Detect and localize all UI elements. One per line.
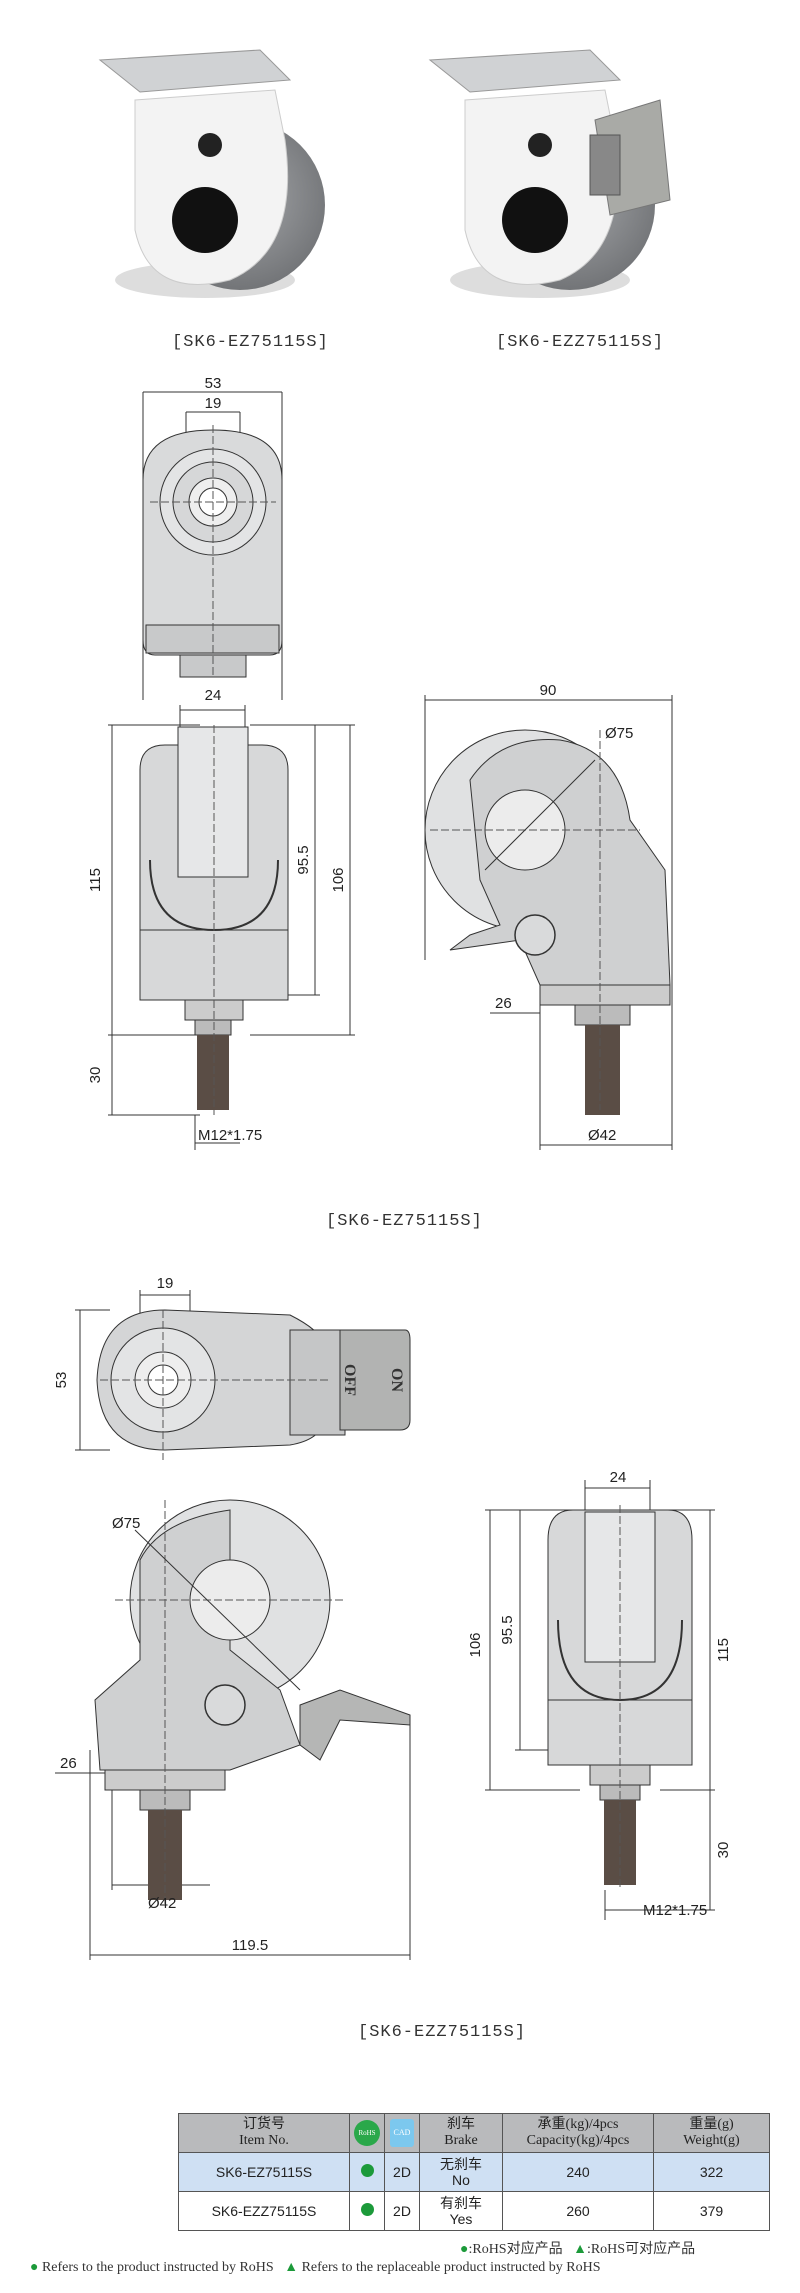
caption-drawing-ez: [SK6-EZ75115S] [326,1212,483,1231]
dim-ezz-front-width: 24 [610,1469,627,1486]
dim-ezz-front-height-115: 115 [715,1638,732,1662]
dim-front-height-95: 95.5 [295,845,312,874]
legend-cn: ●:RoHS对应产品 ▲:RoHS可对应产品 [460,2242,696,2257]
caption-drawing-ezz: [SK6-EZZ75115S] [358,2023,527,2042]
cell-item: SK6-EZ75115S [178,2152,350,2192]
rohs-dot-icon [360,2203,374,2216]
cell-weight: 379 [653,2191,770,2231]
cell-capacity: 240 [502,2152,654,2192]
dim-ezz-front-thread: M12*1.75 [643,1902,707,1919]
ezz-top-view: OFF ON 19 53 [53,1275,411,1460]
cell-capacity: 260 [502,2191,654,2231]
cell-cad: 2D [384,2191,420,2231]
dim-front-total-height: 115 [87,868,104,892]
ezz-front-view: 24 106 95.5 115 30 M12*1.75 [467,1469,732,1920]
dim-ezz-side-total: 119.5 [232,1937,268,1954]
cell-rohs [349,2152,385,2192]
rohs-triangle-icon: ▲ [284,2260,299,2275]
brake-off-label: OFF [341,1364,358,1396]
cell-item: SK6-EZZ75115S [178,2191,350,2231]
dim-ezz-side-diameter: Ø75 [112,1515,140,1532]
dim-front-height-106: 106 [330,867,347,892]
ezz-side-view: Ø75 26 Ø42 119.5 [55,1499,411,1960]
ez-side-view: 90 Ø75 26 Ø42 [424,682,673,1150]
caption-photo-ez: [SK6-EZ75115S] [172,333,329,352]
rohs-badge-icon: RoHS [354,2120,380,2146]
cell-rohs [349,2191,385,2231]
dim-ezz-top-height: 53 [53,1372,70,1389]
caster-photo-ezz [428,49,671,298]
rohs-dot-icon: ● [460,2242,469,2257]
rohs-triangle-icon: ▲ [573,2242,587,2257]
dim-front-stem: 30 [87,1067,104,1084]
dim-ezz-side-offset: 26 [60,1755,77,1772]
dim-ezz-front-height-95: 95.5 [499,1615,516,1644]
col-weight: 重量(g)Weight(g) [653,2113,770,2153]
ez-front-view: 24 115 95.5 106 30 M12*1.75 [87,687,355,1150]
dim-side-diameter: Ø75 [605,725,633,742]
dim-front-width: 24 [205,687,222,704]
dim-ezz-front-height-106: 106 [467,1632,484,1657]
cell-cad: 2D [384,2152,420,2192]
legend-en: ● Refers to the product instructed by Ro… [30,2260,601,2275]
col-rohs: RoHS [349,2113,385,2153]
brake-on-label: ON [388,1368,405,1392]
dim-ezz-top-hole: 19 [157,1275,174,1292]
col-cad: CAD [384,2113,420,2153]
dim-front-thread: M12*1.75 [198,1127,262,1144]
cell-weight: 322 [653,2152,770,2192]
cad-badge-icon: CAD [390,2119,414,2147]
caption-photo-ezz: [SK6-EZZ75115S] [496,333,665,352]
dim-top-hole: 19 [205,395,222,412]
caster-photo-ez [98,49,325,298]
dim-side-base: Ø42 [588,1127,616,1144]
dim-side-offset: 26 [495,995,512,1012]
dim-ezz-front-stem: 30 [715,1842,732,1859]
dim-ezz-side-base: Ø42 [148,1895,176,1912]
rohs-dot-icon [360,2164,374,2177]
dim-top-width: 53 [205,375,222,392]
rohs-dot-icon: ● [30,2260,39,2275]
ez-top-view: 53 19 [142,375,283,700]
dim-side-width: 90 [540,682,557,699]
